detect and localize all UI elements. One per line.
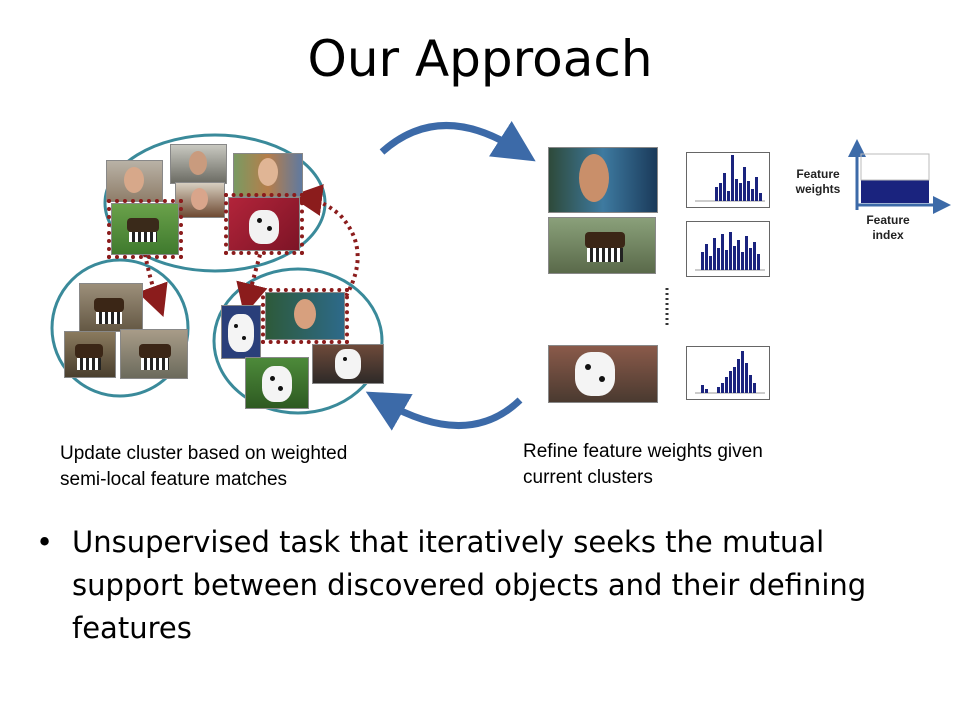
- dalmatian-photo: [224, 193, 304, 255]
- histogram: [686, 346, 770, 400]
- face-photo: [548, 147, 658, 213]
- dotted-arrow-dalmatian: [236, 247, 268, 316]
- dotted-arrow-face: [290, 184, 360, 297]
- caption-refine-weights: Refine feature weights given current clu…: [523, 441, 763, 488]
- weights-x-label: Feature index: [866, 213, 910, 242]
- histogram-bars-2: [695, 232, 765, 271]
- weights-y-label: Feature weights: [795, 167, 841, 196]
- face-photo: [170, 144, 227, 184]
- bullet-marker: •: [36, 525, 54, 559]
- bullet-text: Unsupervised task that iteratively seeks…: [72, 525, 867, 645]
- okapi-photo: [79, 283, 143, 332]
- cluster-ring-bottom-right: [212, 267, 384, 415]
- face-photo: [175, 182, 225, 218]
- histogram-bars-1: [695, 155, 765, 202]
- dalmatian-photo: [312, 344, 384, 384]
- cycle-arrow-bottom: [365, 391, 523, 431]
- weights-uniform-bars: [861, 180, 929, 203]
- cycle-arrow-top: [379, 120, 536, 162]
- face-photo: [233, 153, 303, 197]
- dalmatian-photo: [548, 345, 658, 403]
- face-photo: [106, 160, 163, 202]
- histogram: [686, 152, 770, 208]
- okapi-photo: [548, 217, 656, 274]
- okapi-photo: [107, 199, 183, 259]
- dalmatian-photo: [221, 305, 261, 359]
- face-photo: [261, 288, 349, 344]
- histogram-bars-3: [695, 351, 765, 394]
- caption-update-cluster: Update cluster based on weighted semi-lo…: [60, 443, 348, 490]
- histogram: [686, 221, 770, 277]
- okapi-photo: [64, 331, 116, 378]
- cluster-ring-bottom-left: [50, 258, 190, 398]
- dalmatian-photo: [245, 357, 309, 409]
- page-title: Our Approach: [307, 30, 653, 88]
- okapi-photo: [120, 329, 188, 379]
